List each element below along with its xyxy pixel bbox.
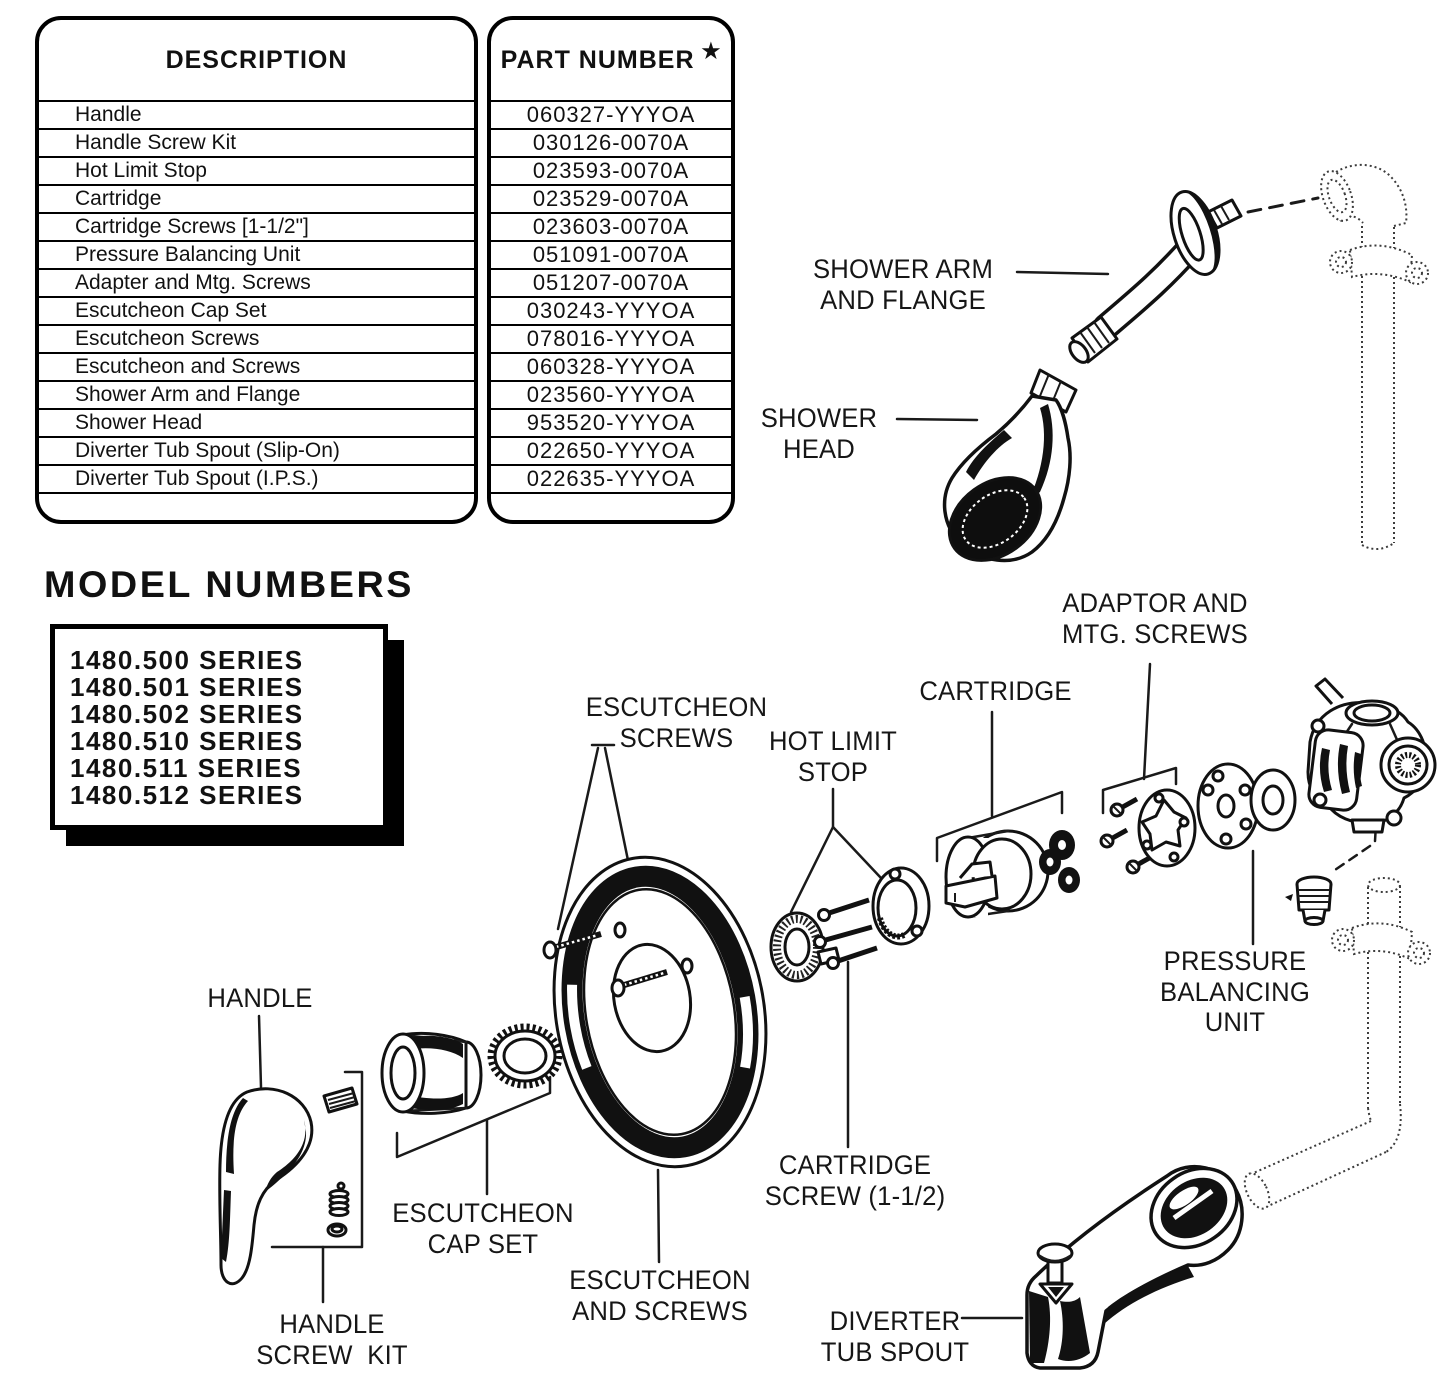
table-row-description: Hot Limit Stop bbox=[39, 156, 474, 184]
label-shower-head: SHOWER HEAD bbox=[760, 403, 878, 464]
table-row-part-number: 022650-YYYOA bbox=[491, 436, 731, 464]
part-number-column-header: PART NUMBER ★ bbox=[491, 20, 731, 100]
star-icon: ★ bbox=[701, 39, 722, 63]
escutcheon-cap-icon bbox=[380, 1031, 483, 1115]
diverter-knob-icon bbox=[1036, 1242, 1074, 1305]
table-row-description: Escutcheon Screws bbox=[39, 324, 474, 352]
pressure-balancing-unit-icon bbox=[1196, 762, 1297, 850]
table-row-part-number: 023529-0070A bbox=[491, 184, 731, 212]
model-series-line: 1480.511 SERIES bbox=[70, 753, 303, 783]
cartridge-icon bbox=[944, 829, 1080, 919]
model-series-line: 1480.500 SERIES bbox=[70, 645, 304, 675]
model-series-line: 1480.510 SERIES bbox=[70, 726, 304, 756]
model-series-line: 1480.502 SERIES bbox=[70, 699, 304, 729]
table-row-description: Escutcheon Cap Set bbox=[39, 296, 474, 324]
table-row-part-number: 023603-0070A bbox=[491, 212, 731, 240]
table-row-part-number: 023560-YYYOA bbox=[491, 380, 731, 408]
label-handle: HANDLE bbox=[207, 983, 313, 1013]
shower-supply-pipe-icon bbox=[1320, 163, 1429, 550]
table-row-part-number: 078016-YYYOA bbox=[491, 324, 731, 352]
label-pressure-balancing-unit: PRESSURE BALANCING UNIT bbox=[1160, 946, 1310, 1037]
table-row-description: Handle bbox=[39, 100, 474, 128]
shower-head-icon bbox=[942, 368, 1078, 563]
table-row-part-number: 030126-0070A bbox=[491, 128, 731, 156]
label-handle-screw-kit: HANDLE SCREW KIT bbox=[256, 1309, 408, 1370]
escutcheon-screw-icon bbox=[542, 931, 602, 960]
table-row-part-number: 022635-YYYOA bbox=[491, 464, 731, 492]
valve-body-icon bbox=[1306, 677, 1437, 834]
cartridge-screws-icon bbox=[813, 897, 878, 970]
table-row-description: Diverter Tub Spout (Slip-On) bbox=[39, 436, 474, 464]
label-cartridge-screw: CARTRIDGE SCREW (1-1/2) bbox=[764, 1150, 946, 1211]
label-hot-limit-stop: HOT LIMIT STOP bbox=[768, 726, 898, 787]
table-row-description: Adapter and Mtg. Screws bbox=[39, 268, 474, 296]
table-row-description: Shower Arm and Flange bbox=[39, 380, 474, 408]
table-row-part-number: 953520-YYYOA bbox=[491, 408, 731, 436]
mtg-screw-icon bbox=[1109, 796, 1139, 818]
part-number-header-label: PART NUMBER bbox=[500, 45, 695, 74]
table-row-description: Cartridge bbox=[39, 184, 474, 212]
table-row-part-number: 030243-YYYOA bbox=[491, 296, 731, 324]
table-row-part-number: 060327-YYYOA bbox=[491, 100, 731, 128]
hot-limit-stop-icon bbox=[769, 866, 931, 983]
table-row-part-number: 051207-0070A bbox=[491, 268, 731, 296]
table-row-description: Shower Head bbox=[39, 408, 474, 436]
escutcheon-cap-ring-icon bbox=[487, 1023, 563, 1089]
table-row-description: Cartridge Screws [1-1/2"] bbox=[39, 212, 474, 240]
table-row-part-number: 051091-0070A bbox=[491, 240, 731, 268]
label-escutcheon-cap-set: ESCUTCHEON CAP SET bbox=[392, 1198, 574, 1259]
table-row-description: Pressure Balancing Unit bbox=[39, 240, 474, 268]
table-row-part-number: 023593-0070A bbox=[491, 156, 731, 184]
label-escutcheon-and-screws: ESCUTCHEON AND SCREWS bbox=[569, 1265, 751, 1326]
description-header-label: DESCRIPTION bbox=[165, 45, 348, 74]
mtg-screw-icon bbox=[1099, 827, 1129, 849]
escutcheon-screw-icon bbox=[610, 969, 668, 998]
label-shower-arm-flange: SHOWER ARM AND FLANGE bbox=[812, 254, 994, 315]
model-series-line: 1480.501 SERIES bbox=[70, 672, 304, 702]
escutcheon-plate-icon bbox=[542, 855, 768, 1169]
model-numbers-title: MODEL NUMBERS bbox=[44, 564, 415, 605]
table-row-description: Diverter Tub Spout (I.P.S.) bbox=[39, 464, 474, 492]
table-row-empty bbox=[491, 492, 731, 520]
adaptor-mtg-screws-icon bbox=[1099, 788, 1197, 875]
handle-screw-kit-icon bbox=[322, 1086, 359, 1238]
valve-plug-icon bbox=[1285, 875, 1333, 926]
diverter-tub-spout-icon bbox=[1025, 1165, 1244, 1370]
handle-icon bbox=[218, 1087, 314, 1286]
shower-arm-flange-icon bbox=[1068, 190, 1243, 364]
tub-supply-pipe-icon bbox=[1243, 877, 1431, 1210]
table-row-description: Handle Screw Kit bbox=[39, 128, 474, 156]
label-adaptor-mtg-screws: ADAPTOR AND MTG. SCREWS bbox=[1062, 588, 1248, 649]
label-diverter-tub-spout: DIVERTER TUB SPOUT bbox=[820, 1306, 970, 1367]
label-cartridge: CARTRIDGE bbox=[919, 676, 1072, 706]
description-column-header: DESCRIPTION bbox=[39, 20, 474, 100]
table-row-empty bbox=[39, 492, 474, 520]
model-series-line: 1480.512 SERIES bbox=[70, 780, 304, 810]
table-row-part-number: 060328-YYYOA bbox=[491, 352, 731, 380]
label-escutcheon-screws: ESCUTCHEON SCREWS bbox=[585, 692, 768, 753]
table-row-description: Escutcheon and Screws bbox=[39, 352, 474, 380]
